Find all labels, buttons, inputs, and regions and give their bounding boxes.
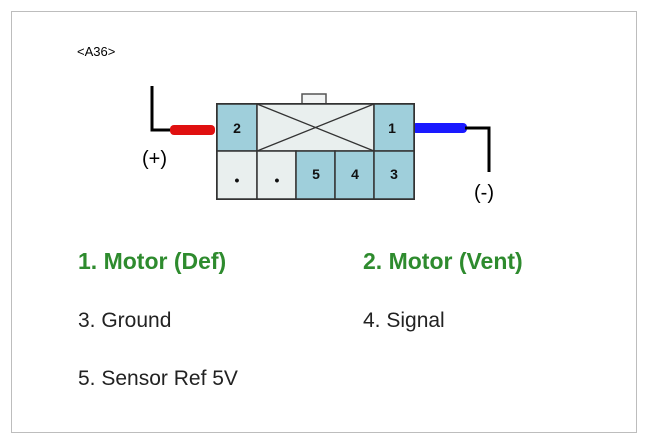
connector-id-label: <A36> xyxy=(77,44,116,59)
legend-pin-2: 2. Motor (Vent) xyxy=(363,248,523,274)
diagram-frame xyxy=(11,11,637,433)
blue-wire xyxy=(412,123,467,133)
blank-cross-b xyxy=(256,103,375,152)
pin-label-5: 5 xyxy=(312,166,320,182)
left-ground-lead xyxy=(150,86,172,132)
right-ground-lead xyxy=(465,126,491,172)
legend-pin-3: 3. Ground xyxy=(78,309,172,332)
plus-label: (+) xyxy=(142,148,167,170)
pin-dot-a: • xyxy=(235,172,240,188)
minus-label: (-) xyxy=(474,182,494,204)
legend-pin-1: 1. Motor (Def) xyxy=(78,248,227,274)
red-wire xyxy=(170,125,215,135)
pin-4-cell xyxy=(334,150,375,200)
pin-1-cell xyxy=(373,103,415,152)
pin-label-2: 2 xyxy=(233,120,241,136)
pin-label-4: 4 xyxy=(351,166,359,182)
empty-cell-a xyxy=(216,150,258,200)
connector-latch xyxy=(301,93,327,105)
legend-pin-5: 5. Sensor Ref 5V xyxy=(78,367,238,390)
legend-pin-4: 4. Signal xyxy=(363,309,445,332)
pin-dot-b: • xyxy=(275,172,280,188)
pin-5-cell xyxy=(295,150,336,200)
pin-3-cell xyxy=(373,150,415,200)
pin-label-3: 3 xyxy=(390,166,398,182)
empty-cell-b xyxy=(256,150,297,200)
pin-label-1: 1 xyxy=(388,120,396,136)
